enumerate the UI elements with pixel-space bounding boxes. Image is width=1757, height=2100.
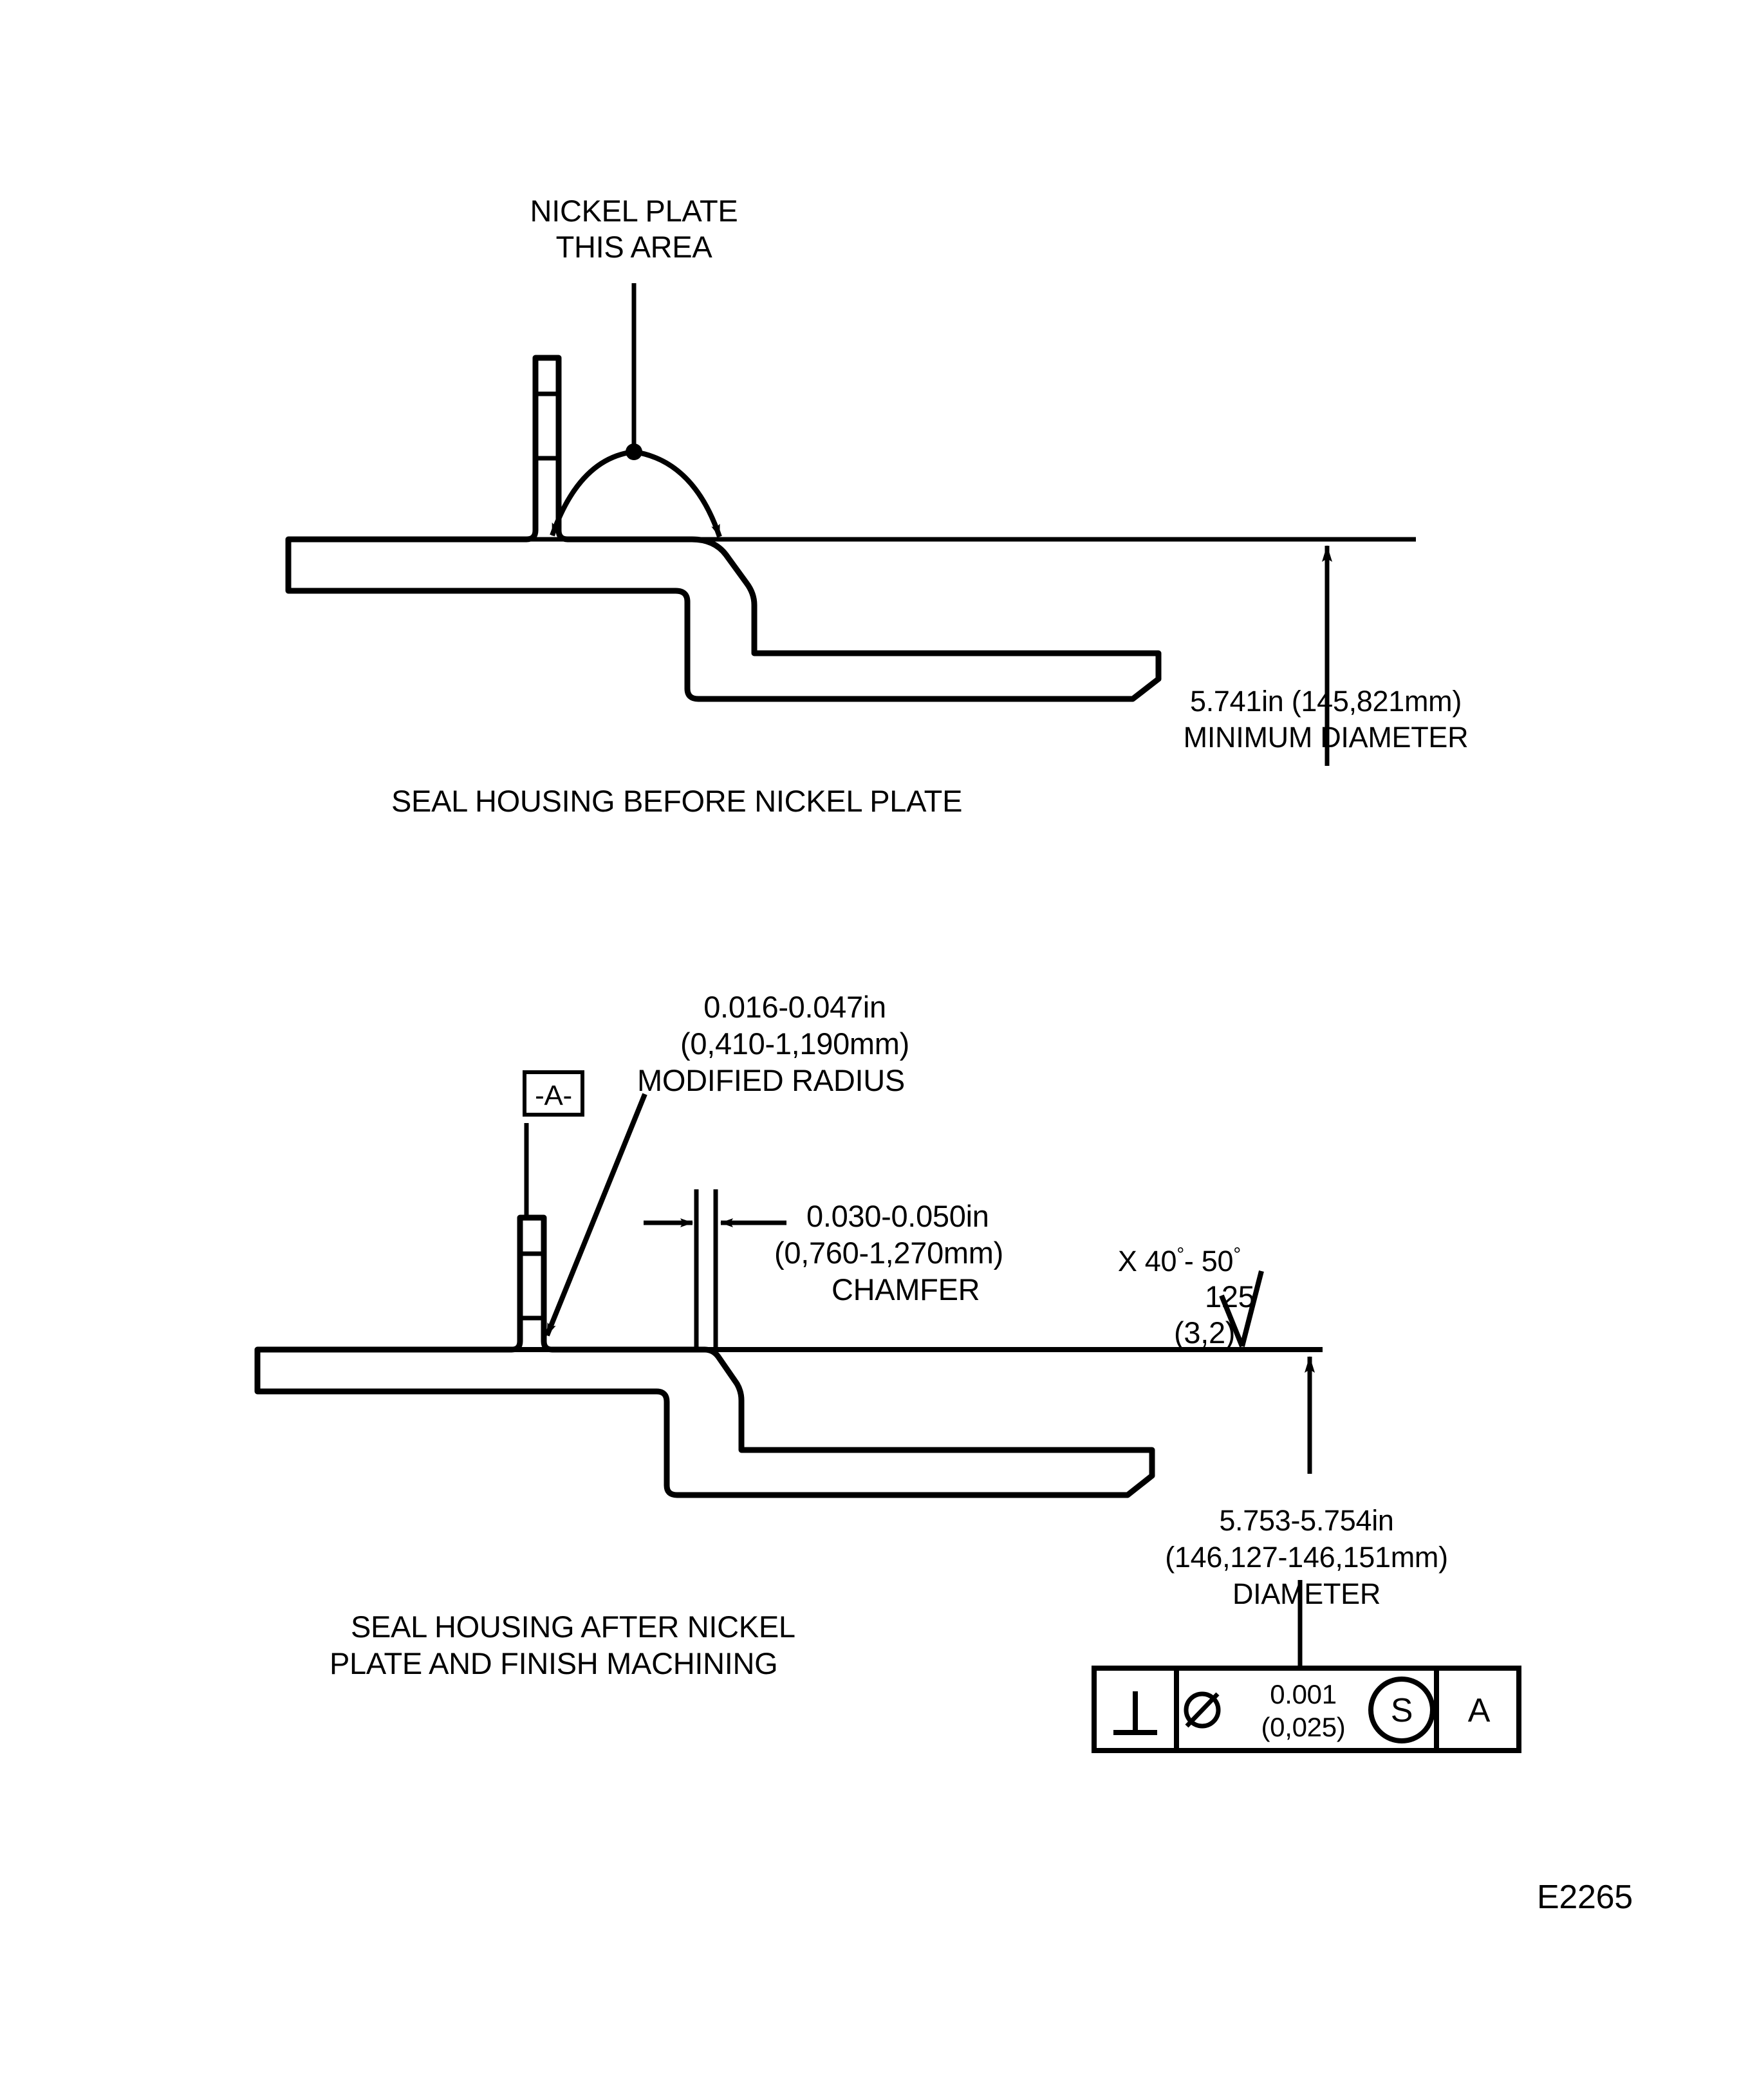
part-outline-upper	[285, 355, 1162, 702]
caption-after-nickel-plate-line2: PLATE AND FINISH MACHINING	[330, 1646, 778, 1680]
drawing-identifier: E2265	[1537, 1879, 1633, 1916]
chamfer-angle-degree-1: °	[1176, 1244, 1184, 1266]
datum-feature-symbol-box: -A-	[523, 1070, 584, 1117]
surface-finish-symbol-long-leg	[1240, 1270, 1264, 1347]
note-chamfer-line2: (0,760-1,270mm)	[774, 1236, 1003, 1270]
callout-arc-arrow-left	[550, 449, 635, 537]
dimension-min-diameter-value: 5.741in (145,821mm)	[1189, 685, 1462, 718]
callout-nickel-plate-line2: THIS AREA	[555, 230, 712, 264]
surface-finish-value-metric: (3,2)	[1174, 1315, 1236, 1350]
note-modified-radius-line1: 0.016-0.047in	[703, 990, 886, 1024]
dimension-diameter-metric: (146,127-146,151mm)	[1165, 1541, 1448, 1574]
caption-after-nickel-plate-line1: SEAL HOUSING AFTER NICKEL	[351, 1610, 795, 1644]
callout-arc-arrow-right	[633, 449, 722, 538]
modified-radius-leader	[544, 1093, 647, 1337]
fcf-tolerance-metric: (0,025)	[1261, 1712, 1346, 1742]
note-chamfer-line1: 0.030-0.050in	[806, 1199, 989, 1233]
surface-finish-symbol-short-leg	[1219, 1294, 1245, 1348]
figure-after-nickel-plate	[254, 1093, 1521, 1753]
diameter-icon-circle	[1184, 1691, 1221, 1729]
datum-feature-symbol-label: -A-	[535, 1080, 572, 1111]
surface-finish-value-inch: 125	[1205, 1279, 1255, 1314]
rfs-modifier-circle	[1368, 1677, 1435, 1743]
fcf-material-condition-modifier: S	[1390, 1692, 1413, 1729]
figure-before-nickel-plate	[285, 283, 1416, 766]
chamfer-angle-degree-2: °	[1233, 1244, 1241, 1266]
chamfer-angle-prefix: X 40	[1117, 1245, 1177, 1278]
chamfer-angle-mid: - 50	[1184, 1245, 1234, 1278]
dimension-min-diameter-label: MINIMUM DIAMETER	[1183, 721, 1469, 754]
fcf-datum-reference: A	[1467, 1692, 1491, 1729]
caption-before-nickel-plate: SEAL HOUSING BEFORE NICKEL PLATE	[391, 784, 963, 818]
note-modified-radius-line2: (0,410-1,190mm)	[680, 1027, 909, 1061]
diameter-icon-slash	[1185, 1692, 1220, 1728]
note-modified-radius-line3: MODIFIED RADIUS	[637, 1063, 905, 1097]
note-chamfer-line3: CHAMFER	[832, 1272, 980, 1306]
callout-nickel-plate-line1: NICKEL PLATE	[530, 194, 738, 228]
dimension-diameter-label: DIAMETER	[1232, 1577, 1381, 1610]
feature-control-frame-box	[1092, 1666, 1521, 1753]
fcf-tolerance-value: 0.001	[1270, 1679, 1337, 1709]
note-chamfer-angle: X 40°- 50°	[1086, 1210, 1357, 1312]
dimension-diameter-value: 5.753-5.754in	[1219, 1504, 1394, 1537]
